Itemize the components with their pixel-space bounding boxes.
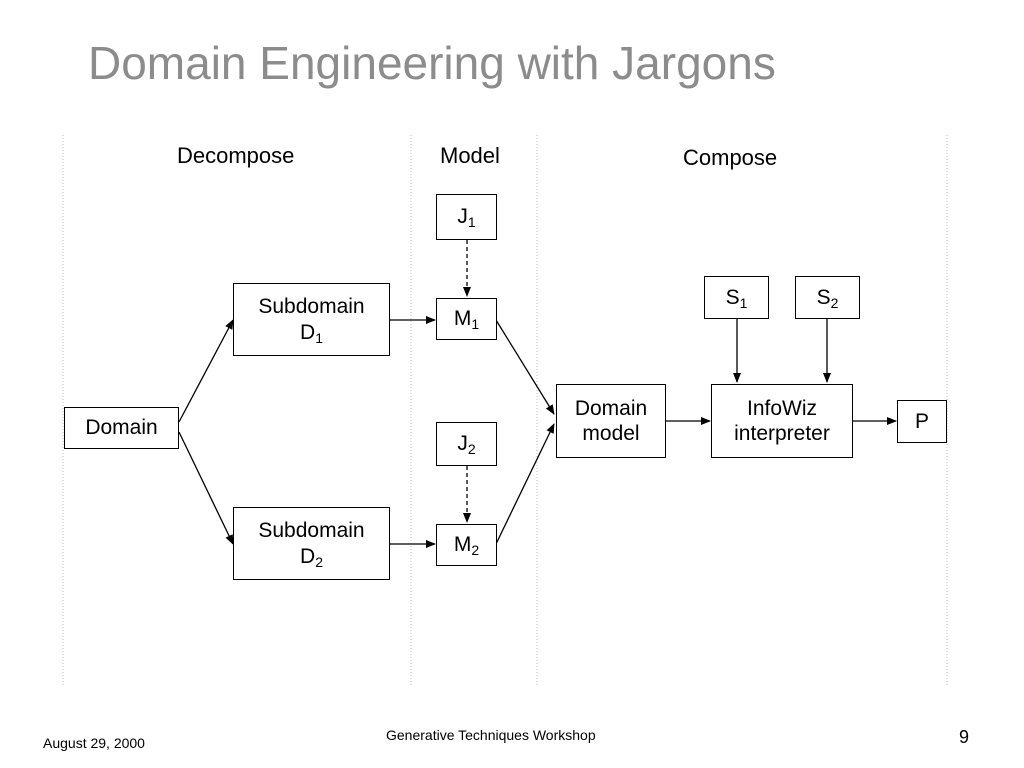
node-product-p: P <box>897 400 947 443</box>
arrow-domain-to-subdomain1 <box>178 319 234 423</box>
node-jargon-1: J1 <box>436 194 497 240</box>
node-infowiz-interpreter: InfoWiz interpreter <box>711 384 853 458</box>
node-domain-model: Domain model <box>556 384 666 458</box>
arrow-m2-to-domain-model <box>495 423 555 545</box>
node-domain: Domain <box>64 407 179 449</box>
footer-page-number: 9 <box>959 727 970 747</box>
node-model-1: M1 <box>436 298 497 340</box>
phase-model: Model <box>440 143 500 168</box>
footer-event: Generative Techniques Workshop <box>386 727 596 743</box>
node-subdomain-2: Subdomain D2 <box>233 507 390 580</box>
arrow-m1-to-domain-model <box>495 319 555 415</box>
arrow-domain-to-subdomain2 <box>178 431 234 545</box>
slide-title: Domain Engineering with Jargons <box>88 37 776 89</box>
node-spec-2: S2 <box>795 276 860 319</box>
node-jargon-2: J2 <box>436 422 497 466</box>
node-subdomain-1: Subdomain D1 <box>233 283 390 356</box>
node-model-2: M2 <box>436 524 497 566</box>
phase-compose: Compose <box>683 145 778 170</box>
footer-date: August 29, 2000 <box>43 735 145 751</box>
node-spec-1: S1 <box>704 276 769 319</box>
phase-decompose: Decompose <box>177 143 295 168</box>
